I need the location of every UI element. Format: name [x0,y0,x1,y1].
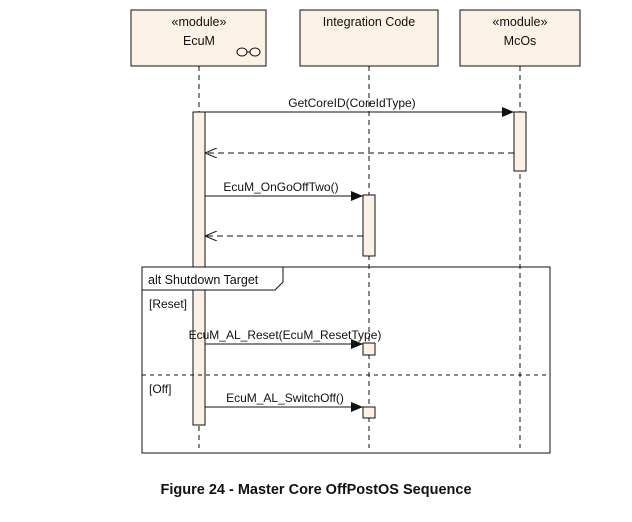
lifeline-name: EcuM [183,34,215,48]
lifeline-ecum: «module» EcuM [130,9,267,67]
message-label: EcuM_AL_Reset(EcuM_ResetType) [189,328,382,342]
fragment-label: alt Shutdown Target [148,273,259,287]
lifeline-name: Integration Code [323,15,415,29]
message-label: GetCoreID(CoreIdType) [288,96,415,110]
lifeline-mcos: «module» McOs [459,9,581,67]
message-label: EcuM_AL_SwitchOff() [226,391,344,405]
lifeline-integration-code: Integration Code [299,9,439,67]
message-label: EcuM_OnGoOffTwo() [223,180,338,194]
activation-bar-integration-off [362,406,376,419]
activation-bar-mcos [513,111,527,172]
activation-bar-integration [362,194,376,257]
fragment-guard-off: [Off] [149,382,171,396]
lifeline-head-box [130,9,267,67]
lifeline-head-box [459,9,581,67]
lifeline-name: McOs [504,34,537,48]
fragment-label-box [141,266,284,291]
sequence-diagram: «module» EcuM Integration Code «module» … [130,9,581,454]
activation-bar-integration-reset [362,342,376,356]
alt-fragment: alt Shutdown Target [Reset] [Off] [141,266,551,454]
fragment-frame [141,266,551,454]
lifeline-stereotype: «module» [172,15,227,29]
fragment-guard-reset: [Reset] [149,297,187,311]
lifeline-stereotype: «module» [493,15,548,29]
lifeline-head-box [299,9,439,67]
subsystem-icon [236,47,261,57]
figure-caption: Figure 24 - Master Core OffPostOS Sequen… [160,482,472,498]
